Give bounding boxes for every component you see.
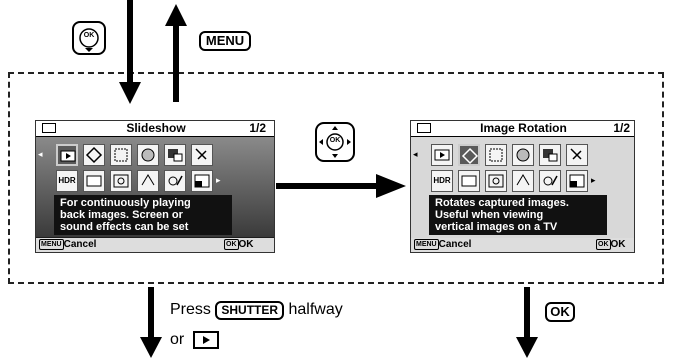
left-screen-title: Slideshow	[126, 121, 186, 135]
right-cancel-label: Cancel	[438, 239, 472, 250]
right-hdr-filter-icon[interactable]: HDR	[431, 170, 453, 192]
right-page-indicator: 1/2	[613, 121, 630, 135]
left-title-bar: Slideshow 1/2	[36, 121, 274, 137]
right-camera-screen: Image Rotation 1/2 ◂ HDR ▸ Rotates captu…	[410, 120, 635, 253]
arrow-down-bottom-left	[140, 287, 162, 358]
hdr-filter-icon[interactable]: HDR	[56, 170, 78, 192]
bottom-ok-key: OK	[545, 302, 575, 322]
arrow-up-top	[165, 4, 187, 102]
right-title-bar: Image Rotation 1/2	[411, 121, 634, 137]
or-text: or	[170, 331, 185, 348]
cropping-icon[interactable]	[191, 144, 213, 166]
menu-key: MENU	[199, 31, 251, 51]
halfway-text: halfway	[288, 301, 343, 318]
right-scroll-right-arrow-icon: ▸	[591, 175, 596, 185]
arrow-right-middle	[276, 174, 406, 198]
right-red-eye-edit-icon[interactable]	[539, 170, 561, 192]
right-movie-edit-icon[interactable]	[458, 170, 480, 192]
digital-filter-icon[interactable]	[110, 144, 132, 166]
color-filter-icon[interactable]	[137, 144, 159, 166]
press-text: Press	[170, 301, 211, 318]
left-scroll-arrow-icon: ◂	[38, 149, 43, 159]
frame-composite-icon[interactable]	[110, 170, 132, 192]
right-cropping-icon[interactable]	[566, 144, 588, 166]
playback-button-icon	[192, 330, 219, 349]
left-screen-description: For continuously playing back images. Sc…	[54, 195, 232, 235]
right-start-up-screen-icon[interactable]	[566, 170, 588, 192]
right-scroll-arrow-icon: ◂	[413, 149, 418, 159]
arrow-down-bottom-right	[516, 287, 538, 358]
slideshow-icon[interactable]	[56, 144, 78, 166]
left-page-indicator: 1/2	[249, 121, 266, 135]
rotation-icon[interactable]	[83, 144, 105, 166]
start-up-screen-icon[interactable]	[191, 170, 213, 192]
red-eye-edit-icon[interactable]	[164, 170, 186, 192]
left-ok-key: OK	[224, 238, 239, 250]
four-way-controller-icon: OK	[315, 122, 355, 162]
right-rotation-icon[interactable]	[458, 144, 480, 166]
shutter-key: SHUTTER	[215, 301, 285, 320]
ok-button-icon: OK	[72, 21, 106, 55]
or-playback-instruction: or	[170, 330, 219, 350]
press-shutter-instruction: Press SHUTTER halfway	[170, 300, 343, 320]
ok-button-icon-label: OK	[83, 32, 95, 39]
left-camera-screen: Slideshow 1/2 ◂ HDR ▸ For continuously p…	[35, 120, 275, 253]
four-way-ok-label: OK	[329, 137, 341, 144]
right-screen-title: Image Rotation	[480, 121, 567, 135]
arrow-down-top	[119, 0, 141, 104]
left-menu-key: MENU	[39, 238, 64, 250]
right-menu-key: MENU	[414, 238, 439, 250]
left-cancel-label: Cancel	[63, 239, 97, 250]
right-playback-icon	[417, 123, 431, 133]
right-color-filter-icon[interactable]	[512, 144, 534, 166]
dashed-frame	[8, 72, 664, 284]
playback-icon	[42, 123, 56, 133]
right-ok-label: OK	[610, 239, 626, 250]
left-ok-label: OK	[238, 239, 254, 250]
right-resize-icon[interactable]	[539, 144, 561, 166]
right-small-face-filter-icon[interactable]	[512, 170, 534, 192]
small-face-filter-icon[interactable]	[137, 170, 159, 192]
right-slideshow-icon[interactable]	[431, 144, 453, 166]
left-scroll-right-arrow-icon: ▸	[216, 175, 221, 185]
right-digital-filter-icon[interactable]	[485, 144, 507, 166]
movie-edit-icon[interactable]	[83, 170, 105, 192]
right-frame-composite-icon[interactable]	[485, 170, 507, 192]
right-screen-description: Rotates captured images. Useful when vie…	[429, 195, 607, 235]
right-ok-key: OK	[596, 238, 611, 250]
resize-icon[interactable]	[164, 144, 186, 166]
